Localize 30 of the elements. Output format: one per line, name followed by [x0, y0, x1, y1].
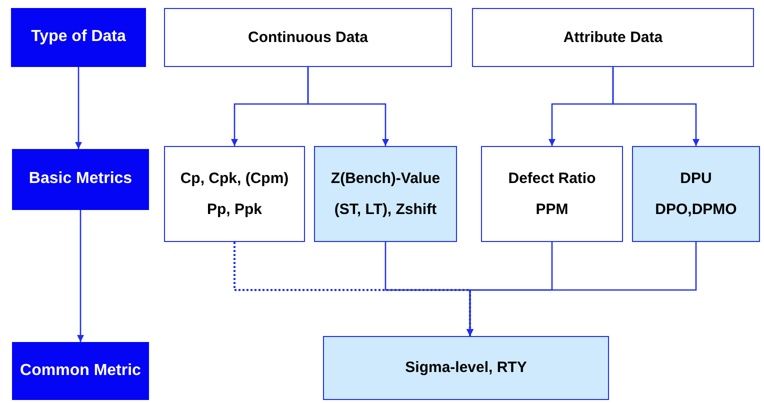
box-text: Cp, Cpk, (Cpm) — [180, 170, 289, 187]
category-box — [11, 8, 146, 67]
arrow — [77, 210, 84, 342]
box-text: Continuous Data — [248, 28, 368, 46]
box-text: Z(Bench)-Value — [330, 170, 440, 187]
box-text: (ST, LT), Zshift — [334, 201, 437, 218]
arrow — [234, 242, 474, 336]
result-box — [323, 336, 609, 400]
category-box — [12, 342, 149, 400]
box-text: Common Metric — [20, 362, 141, 380]
box-text: Pp, Ppk — [206, 201, 262, 218]
arrow — [612, 67, 700, 146]
metric-box — [632, 146, 760, 242]
box-text: Sigma-level, RTY — [405, 359, 527, 377]
category-box — [164, 8, 452, 67]
category-box — [472, 8, 754, 67]
category-box — [12, 149, 149, 210]
arrow — [307, 67, 389, 146]
box-text: DPO,DPMO — [655, 201, 737, 218]
box-text: Attribute Data — [563, 28, 663, 46]
metric-box — [314, 146, 457, 242]
metric-box — [164, 146, 305, 242]
box-text: DPU — [680, 170, 712, 187]
box-text: PPM — [536, 201, 568, 218]
box-text: Type of Data — [31, 28, 126, 47]
box-text: Basic Metrics — [28, 170, 132, 189]
arrow — [75, 67, 82, 149]
metric-box — [481, 146, 623, 242]
box-text: Defect Ratio — [508, 170, 596, 187]
arrow — [466, 242, 697, 336]
